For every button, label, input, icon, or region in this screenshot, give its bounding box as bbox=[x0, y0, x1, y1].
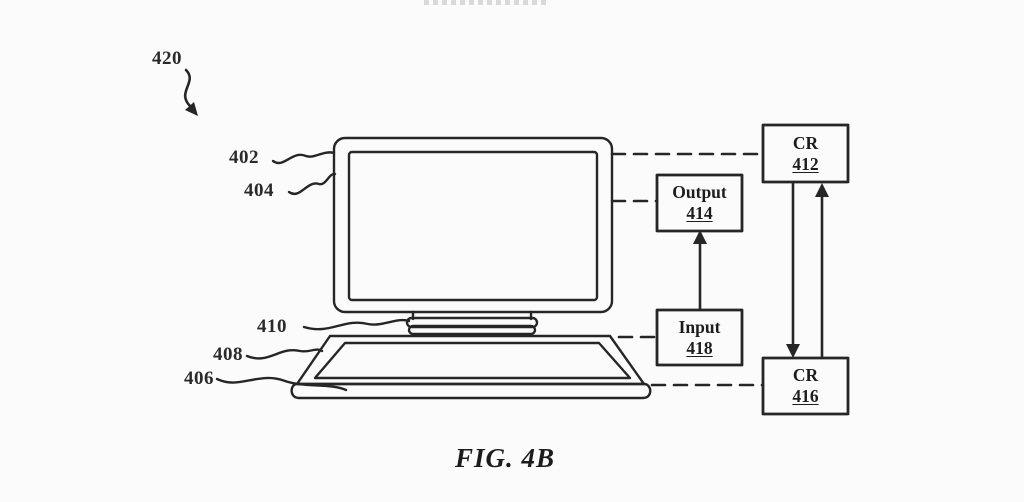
box-cr-412 bbox=[761, 123, 850, 184]
label-input-418: Input 418 bbox=[657, 310, 742, 365]
keyboard-deck bbox=[313, 341, 632, 380]
ref-410: 410 bbox=[257, 316, 287, 337]
box-cr-416-title: CR bbox=[792, 365, 819, 385]
monitor-outer-bezel bbox=[332, 136, 614, 314]
leader-420 bbox=[183, 68, 192, 108]
leader-420-arrowhead bbox=[185, 102, 198, 116]
stand-bar-lower bbox=[407, 324, 537, 336]
box-cr-416 bbox=[761, 356, 850, 416]
label-output-414: Output 414 bbox=[657, 175, 742, 231]
ref-402: 402 bbox=[229, 147, 259, 168]
cropped-figure-text-artifact bbox=[424, 0, 546, 5]
monitor-screen bbox=[347, 150, 599, 302]
arrow-input-to-output-head bbox=[693, 230, 707, 244]
base-strip bbox=[290, 382, 652, 400]
ref-420: 420 bbox=[152, 48, 182, 69]
box-output-414 bbox=[655, 173, 744, 233]
box-input-418-ref: 418 bbox=[686, 337, 713, 358]
leader-410 bbox=[302, 318, 411, 331]
label-cr-412: CR 412 bbox=[763, 125, 848, 182]
leader-408 bbox=[245, 348, 324, 360]
ref-404: 404 bbox=[244, 180, 274, 201]
box-cr-412-ref: 412 bbox=[792, 153, 819, 174]
box-output-414-ref: 414 bbox=[686, 203, 713, 223]
arrow-cr412-to-cr416-head bbox=[786, 344, 800, 358]
leader-404 bbox=[287, 172, 337, 195]
box-cr-412-title: CR bbox=[792, 132, 819, 153]
leader-402 bbox=[271, 151, 336, 165]
box-input-418 bbox=[655, 308, 744, 367]
figure-caption: FIG. 4B bbox=[454, 443, 556, 473]
arrow-cr416-to-cr412-head bbox=[815, 183, 829, 197]
box-output-414-title: Output bbox=[672, 182, 727, 202]
box-input-418-title: Input bbox=[678, 316, 721, 337]
ref-408: 408 bbox=[213, 344, 243, 365]
box-cr-416-ref: 416 bbox=[792, 386, 819, 406]
ref-406: 406 bbox=[184, 368, 214, 389]
leader-406 bbox=[215, 376, 348, 392]
label-cr-416: CR 416 bbox=[763, 358, 848, 414]
